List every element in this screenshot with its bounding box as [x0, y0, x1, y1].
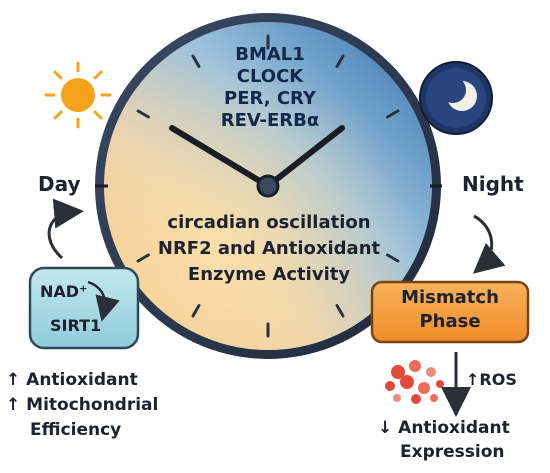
gene-per-cry: PER, CRY	[224, 88, 316, 109]
mismatch-line-2: Phase	[419, 311, 481, 332]
day-cycle-arrow	[47, 198, 84, 260]
clock-tick-1	[335, 54, 345, 68]
clock-tick-11	[191, 54, 201, 68]
night-effect-antioxidant: ↓ Antioxidant	[378, 418, 510, 438]
night-effect-expression: Expression	[400, 442, 505, 462]
center-text: circadian oscillation NRF2 and Antioxida…	[128, 210, 410, 288]
minute-hand	[265, 125, 345, 189]
hour-hand	[169, 125, 271, 189]
clock-gene-list: BMAL1 CLOCK PER, CRY REV-ERBα	[185, 44, 355, 132]
nad-sirt1-arrow	[87, 280, 120, 322]
nad-label: NAD⁺	[40, 282, 88, 301]
clock-tick-7	[191, 304, 201, 318]
night-effects: ↓ Antioxidant Expression	[378, 416, 510, 464]
day-effects: ↑ Antioxidant ↑ Mitochondrial Efficiency	[6, 368, 158, 443]
clock-tick-5	[335, 304, 345, 318]
day-effect-mitochondrial: ↑ Mitochondrial	[6, 395, 159, 415]
gene-bmal1: BMAL1	[235, 44, 305, 65]
ros-label: ↑ROS	[466, 370, 517, 389]
mismatch-phase-box	[370, 280, 530, 344]
mismatch-line-1: Mismatch	[401, 287, 499, 308]
center-line-3: Enzyme Activity	[187, 264, 351, 285]
moon-icon	[419, 61, 493, 135]
gene-clock: CLOCK	[236, 66, 304, 87]
ros-dots	[385, 360, 444, 404]
clock-tick-4	[386, 253, 400, 263]
center-line-1: circadian oscillation	[167, 212, 371, 233]
day-effect-antioxidant: ↑ Antioxidant	[6, 370, 138, 390]
night-label: Night	[462, 172, 524, 196]
night-cycle-arrow	[472, 214, 506, 274]
clock-tick-2	[386, 109, 400, 119]
gene-rev-erb: REV-ERBα	[220, 110, 320, 131]
sirt1-label: SIRT1	[50, 316, 102, 335]
mismatch-text: Mismatch Phase	[372, 286, 528, 334]
clock-center-pin	[256, 174, 280, 198]
center-line-2: NRF2 and Antioxidant	[157, 238, 381, 259]
sun-icon	[44, 61, 112, 129]
clock-tick-10	[136, 109, 150, 119]
clock-ticks	[136, 34, 400, 338]
nad-sirt1-box	[28, 266, 140, 350]
clock-tick-8	[136, 253, 150, 263]
day-effect-efficiency: Efficiency	[30, 420, 122, 440]
day-label: Day	[38, 172, 81, 196]
